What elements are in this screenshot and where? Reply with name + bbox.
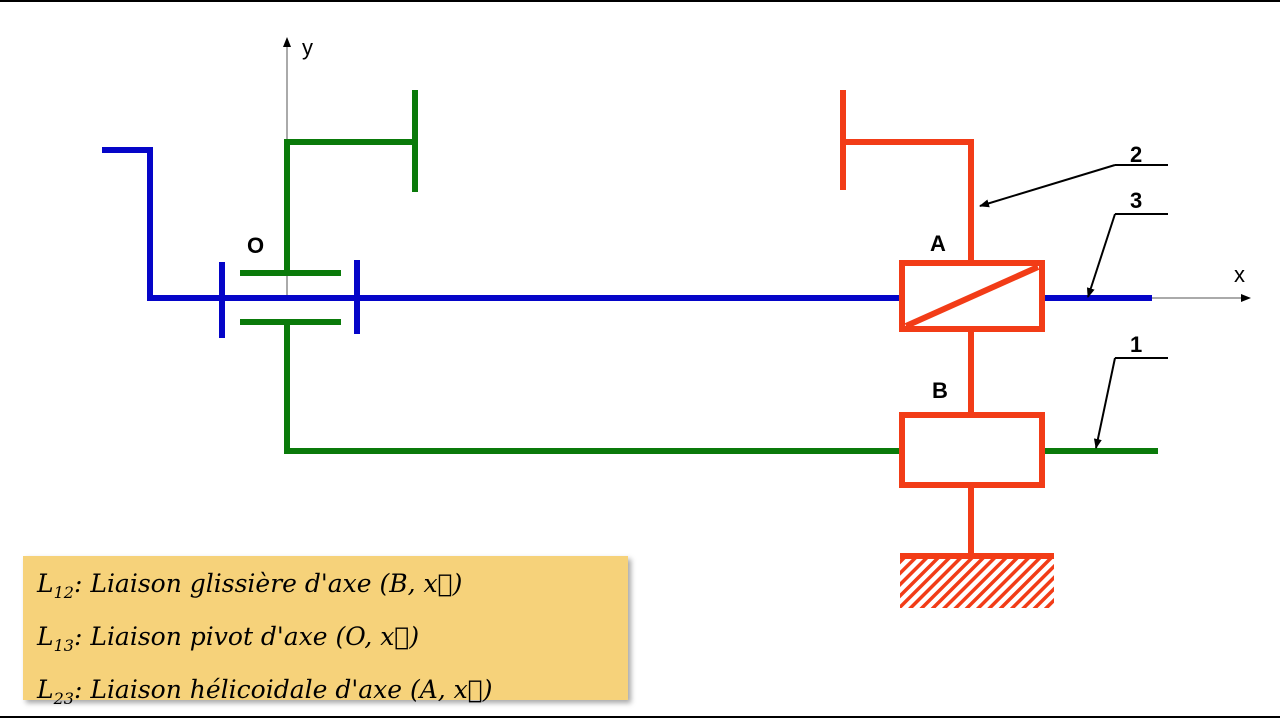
part-1-upper-arm <box>284 139 415 270</box>
legend-line-l12: L12: Liaison glissière d'axe (B, x⃗) <box>37 562 628 615</box>
part-3-blue <box>102 147 1152 338</box>
part-2-number: 2 <box>1130 142 1142 167</box>
leader-2 <box>979 164 1116 208</box>
y-axis-label: y <box>302 35 313 60</box>
helical-joint-diagonal <box>904 264 1040 329</box>
point-A-label: A <box>930 231 946 256</box>
x-axis-label: x <box>1234 262 1245 287</box>
part-3-number: 3 <box>1130 188 1142 213</box>
part-1-green <box>240 90 1158 454</box>
legend-symbol: L <box>37 675 54 704</box>
part-3-crank <box>102 147 902 301</box>
part-1-number: 1 <box>1130 332 1142 357</box>
point-B-label: B <box>932 378 948 403</box>
ground-hatch <box>900 559 1054 608</box>
part-leaders <box>979 164 1168 449</box>
leader-1 <box>1093 357 1116 449</box>
part-2-red <box>840 90 1054 559</box>
legend-symbol: L <box>37 569 54 598</box>
legend-symbol: L <box>37 622 54 651</box>
legend-text: : Liaison glissière d'axe (B, x⃗) <box>73 569 463 598</box>
legend-line-l23: L23: Liaison hélicoidale d'axe (A, x⃗) <box>37 668 628 721</box>
part-2-top-arm <box>843 139 974 263</box>
joint-legend: L12: Liaison glissière d'axe (B, x⃗) L13… <box>23 556 628 708</box>
part-1-lower-arm <box>284 322 902 454</box>
legend-text: : Liaison hélicoidale d'axe (A, x⃗) <box>73 675 493 704</box>
leader-3 <box>1086 213 1116 298</box>
point-O-label: O <box>247 233 264 258</box>
frame-bottom-border <box>0 716 1280 718</box>
legend-subscript: 13 <box>53 636 74 655</box>
slider-joint-box <box>899 412 1045 488</box>
frame-top-border <box>0 0 1280 2</box>
legend-subscript: 12 <box>53 583 74 602</box>
legend-text: : Liaison pivot d'axe (O, x⃗) <box>73 622 420 651</box>
legend-subscript: 23 <box>53 689 74 708</box>
legend-line-l13: L13: Liaison pivot d'axe (O, x⃗) <box>37 615 628 668</box>
